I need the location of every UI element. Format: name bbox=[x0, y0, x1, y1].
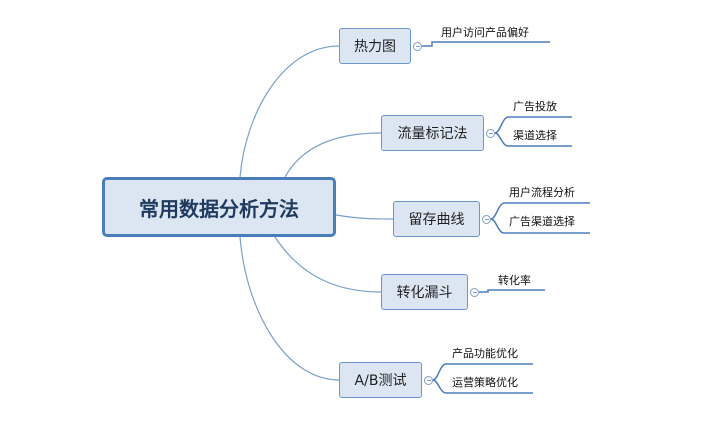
leaf-conversion-rate[interactable]: 转化率 bbox=[498, 274, 531, 287]
connector-root-conversion-funnel bbox=[274, 236, 382, 293]
collapse-toggle-heatmap[interactable] bbox=[413, 42, 422, 51]
leaf-user-flow-analysis[interactable]: 用户流程分析 bbox=[509, 186, 575, 199]
leaf-connector-user-flow-analysis bbox=[490, 202, 590, 220]
leaf-channel-selection[interactable]: 渠道选择 bbox=[513, 129, 557, 142]
connector-root-retention-curve bbox=[335, 214, 394, 220]
collapse-toggle-retention-curve[interactable] bbox=[482, 215, 491, 224]
leaf-ad-placement[interactable]: 广告投放 bbox=[513, 100, 557, 113]
root-topic[interactable]: 常用数据分析方法 bbox=[102, 177, 336, 237]
branch-connectors bbox=[239, 45, 394, 381]
connector-root-traffic-tagging bbox=[284, 132, 382, 178]
branch-traffic-tagging[interactable]: 流量标记法 bbox=[381, 115, 484, 151]
branch-retention-curve[interactable]: 留存曲线 bbox=[393, 201, 480, 237]
leaf-connector-user-access-preference bbox=[422, 41, 550, 47]
leaf-connector-conversion-rate bbox=[479, 289, 545, 293]
branch-heatmap[interactable]: 热力图 bbox=[339, 28, 411, 64]
branch-ab-test[interactable]: A/B测试 bbox=[339, 362, 422, 398]
leaf-connector-product-feature-optimization bbox=[432, 363, 533, 381]
collapse-toggle-ab-test[interactable] bbox=[424, 376, 433, 385]
leaf-user-access-preference[interactable]: 用户访问产品偏好 bbox=[441, 26, 529, 39]
leaf-connectors bbox=[422, 41, 590, 394]
leaf-product-feature-optimization[interactable]: 产品功能优化 bbox=[452, 347, 518, 360]
collapse-toggle-conversion-funnel[interactable] bbox=[470, 288, 479, 297]
leaf-ad-channel-selection[interactable]: 广告渠道选择 bbox=[509, 215, 575, 228]
leaf-connector-operations-strategy-optimization bbox=[432, 379, 533, 394]
connector-root-ab-test bbox=[239, 236, 340, 381]
leaf-connector-channel-selection bbox=[494, 132, 572, 147]
branch-conversion-funnel[interactable]: 转化漏斗 bbox=[381, 274, 468, 310]
connector-root-heatmap bbox=[239, 45, 340, 178]
collapse-toggle-traffic-tagging[interactable] bbox=[486, 129, 495, 138]
leaf-connector-ad-placement bbox=[494, 116, 572, 134]
leaf-operations-strategy-optimization[interactable]: 运营策略优化 bbox=[452, 376, 518, 389]
leaf-connector-ad-channel-selection bbox=[490, 218, 590, 234]
